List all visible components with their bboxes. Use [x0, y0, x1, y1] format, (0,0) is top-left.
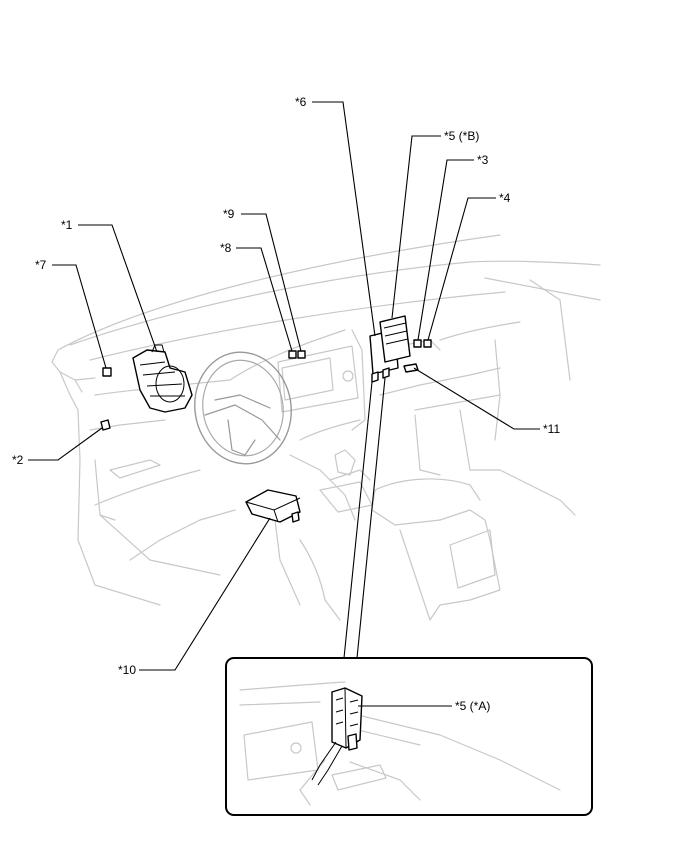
callout-10: *10 — [118, 663, 137, 677]
part-3-connector — [413, 339, 422, 348]
part-1-assembly — [132, 344, 193, 413]
callout-5a: *5 (*A) — [455, 699, 491, 713]
part-5-6-junction-block — [369, 315, 411, 383]
part-9-connector — [297, 350, 306, 359]
callout-9: *9 — [223, 207, 235, 221]
callout-11: *11 — [543, 422, 561, 436]
part-10-module — [245, 489, 301, 523]
callout-6: *6 — [295, 95, 307, 109]
callout-1: *1 — [61, 218, 73, 232]
callout-7: *7 — [35, 258, 47, 272]
callout-5b: *5 (*B) — [444, 129, 480, 143]
callout-4: *4 — [499, 191, 511, 205]
part-11-part — [403, 363, 419, 373]
callout-8: *8 — [220, 241, 232, 255]
part-8-connector — [288, 350, 297, 359]
part-4-connector — [423, 339, 432, 348]
dashboard-outline — [51, 234, 601, 621]
part-2-connector — [100, 419, 111, 431]
detail-inset — [225, 657, 593, 816]
part-7-connector — [102, 367, 112, 377]
callout-2: *2 — [12, 453, 24, 467]
steering-wheel — [194, 351, 292, 465]
leader-lines — [28, 101, 540, 671]
callout-3: *3 — [477, 153, 489, 167]
